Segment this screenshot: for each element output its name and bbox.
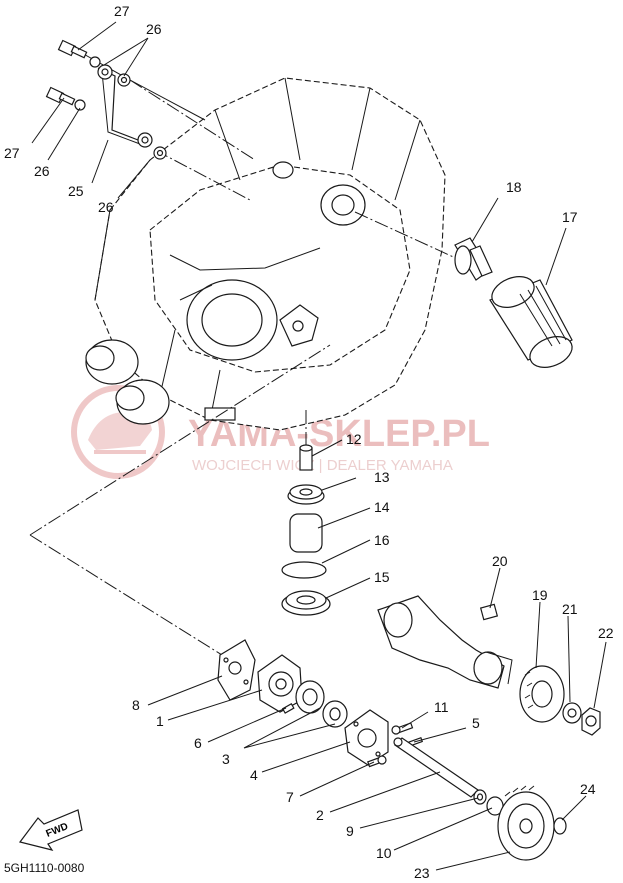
driven-gear: [519, 665, 565, 723]
crankcase-cover: [85, 77, 446, 431]
lock-washer: [562, 702, 582, 724]
strainer-cap: [287, 484, 325, 505]
oil-seal: [281, 590, 331, 616]
callout-5: 5: [472, 715, 480, 731]
drive-gear-group: [377, 595, 601, 736]
circlip-gear: [553, 817, 567, 835]
leader-lines: [31, 21, 607, 871]
callout-1: 1: [156, 713, 164, 729]
catalog-code: 5GH1110-0080: [4, 861, 85, 875]
pump-housing: [344, 709, 389, 766]
callout-23: 23: [414, 865, 430, 881]
oil-pump-group: [217, 639, 504, 816]
dowel-pin: [281, 702, 295, 714]
callout-16: 16: [374, 532, 390, 548]
callout-14: 14: [374, 499, 390, 515]
callout-3: 3: [222, 751, 230, 767]
callout-27-lower: 27: [4, 145, 20, 161]
watermark-subtitle: WOJCIECH WICZ | DEALER YAMAHA: [192, 457, 453, 474]
callout-25: 25: [68, 183, 84, 199]
callout-18: 18: [506, 179, 522, 195]
pump-drive-shaft: [393, 737, 479, 798]
union-bolt-lower: [45, 86, 76, 106]
callout-2: 2: [316, 807, 324, 823]
callout-12: 12: [346, 431, 362, 447]
compression-spring: [289, 513, 323, 553]
pump-screw-upper: [391, 722, 414, 735]
callout-24: 24: [580, 781, 596, 797]
thrust-washer: [473, 789, 487, 805]
oil-delivery-pipe-group: [45, 39, 256, 201]
o-ring: [281, 561, 327, 579]
callout-21: 21: [562, 601, 578, 617]
callout-6: 6: [194, 735, 202, 751]
impeller-housing: [377, 595, 513, 689]
callout-numbers: 27 26 27 26 25 26 18 17 12 13 14 16 15 2…: [4, 3, 614, 881]
callout-20: 20: [492, 553, 508, 569]
callout-11: 11: [434, 699, 449, 715]
oil-filter-cartridge: [489, 276, 573, 368]
callout-9: 9: [346, 823, 354, 839]
callout-17: 17: [562, 209, 578, 225]
relief-valve-pin: [299, 444, 313, 471]
callout-19: 19: [532, 587, 548, 603]
callout-10: 10: [376, 845, 392, 861]
pump-drive-gear: [497, 785, 555, 861]
callout-27-upper: 27: [114, 3, 130, 19]
union-bolt-upper: [57, 39, 88, 59]
callout-4: 4: [250, 767, 258, 783]
callout-26-lower: 26: [98, 199, 114, 215]
pump-cover: [257, 654, 303, 713]
forward-direction-arrow-icon: FWD: [18, 809, 83, 851]
callout-22: 22: [598, 625, 614, 641]
pump-screw-lower: [367, 755, 387, 768]
callout-13: 13: [374, 469, 390, 485]
woodruff-key: [479, 603, 499, 621]
callout-15: 15: [374, 569, 390, 585]
pump-rotors: [295, 680, 348, 728]
callout-26-upper: 26: [146, 21, 162, 37]
callout-26-left: 26: [34, 163, 50, 179]
pump-gasket: [217, 639, 256, 701]
callout-8: 8: [132, 697, 140, 713]
relief-valve-stack: [281, 410, 331, 616]
callout-7: 7: [286, 789, 294, 805]
oil-filter-group: [354, 211, 573, 368]
hex-nut: [581, 707, 601, 736]
